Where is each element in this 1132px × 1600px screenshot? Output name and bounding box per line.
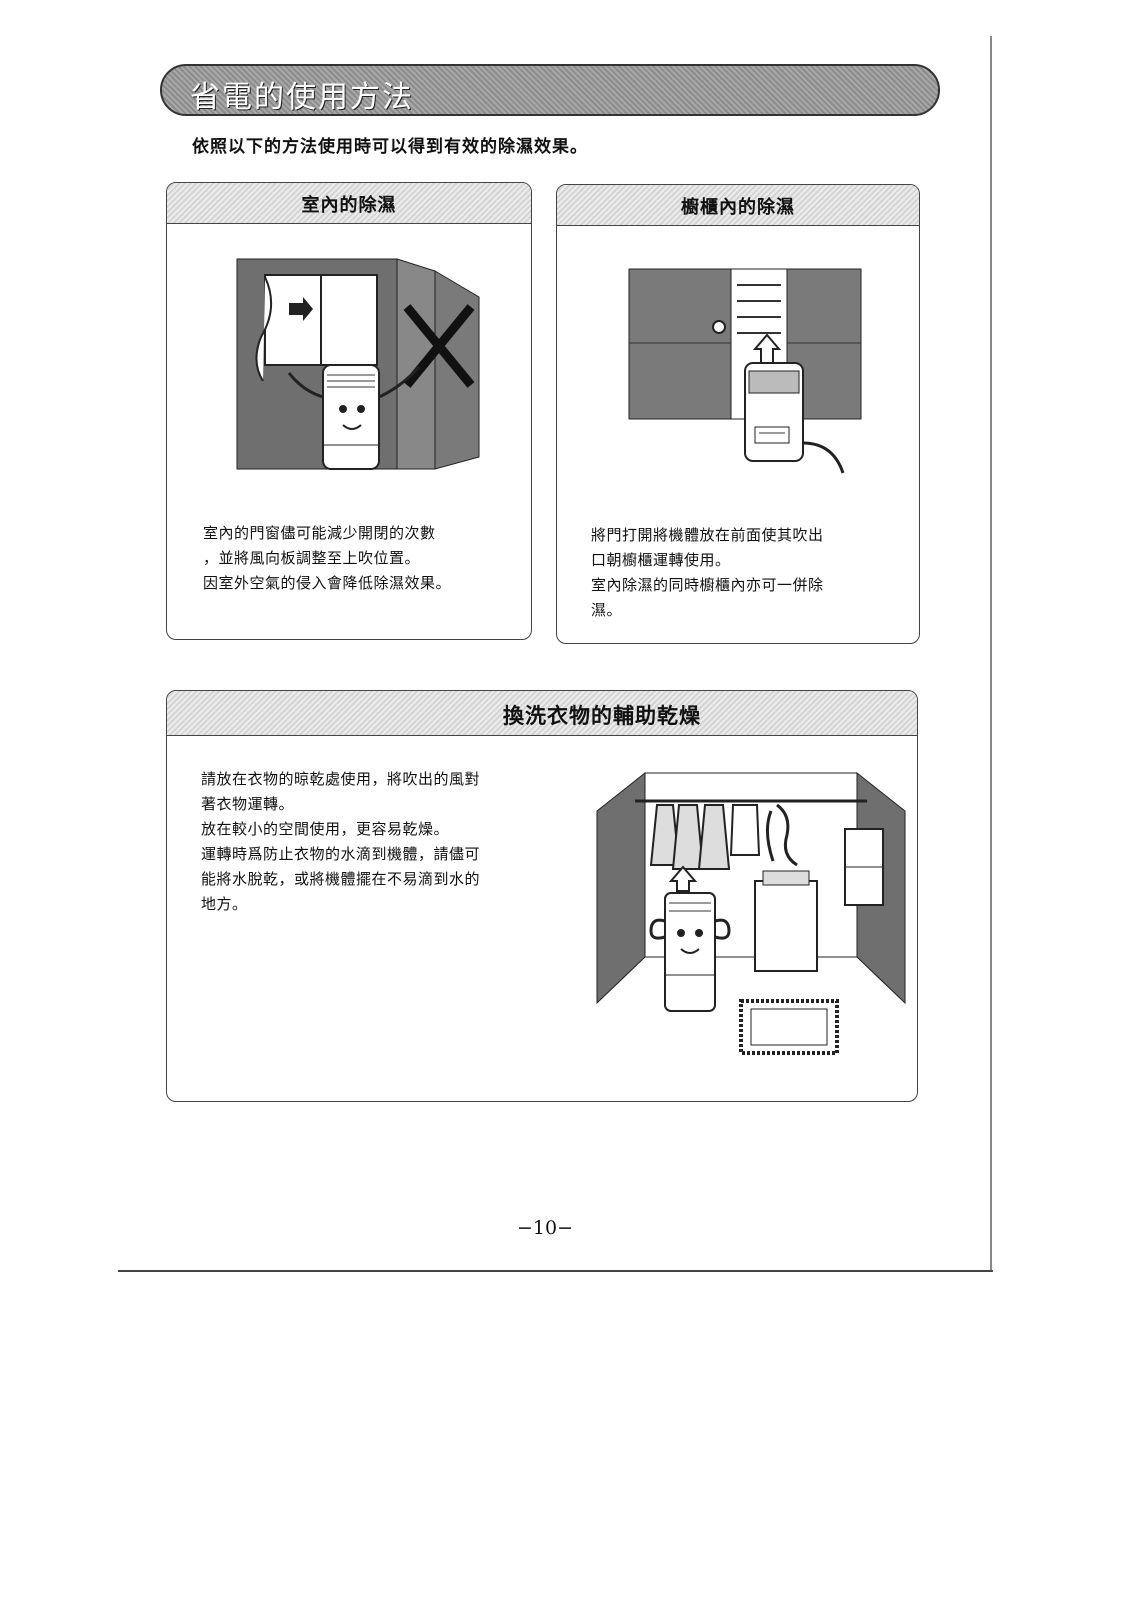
- panel-header: 櫥櫃內的除濕: [557, 185, 919, 226]
- indoor-illustration: [236, 258, 480, 470]
- panel-text: 室內的門窗儘可能減少開閉的次數 ，並將風向板調整至上吹位置。 因室外空氣的侵入會…: [203, 521, 451, 596]
- panel-heading: 換洗衣物的輔助乾燥: [503, 704, 701, 728]
- page-number: −10−: [516, 1217, 574, 1239]
- panel-closet: 櫥櫃內的除濕 將門打開將機體放在前面使其吹出 口朝櫥櫃運轉使用。 室內除濕的同時…: [556, 184, 920, 644]
- panel-header: 換洗衣物的輔助乾燥: [167, 691, 917, 736]
- text-line: 將門打開將機體放在前面使其吹出: [591, 526, 824, 544]
- text-line: ，並將風向板調整至上吹位置。: [203, 549, 421, 567]
- bottom-divider: [118, 1270, 993, 1272]
- text-line: 因室外空氣的侵入會降低除濕效果。: [203, 574, 452, 592]
- text-line: 運轉時爲防止衣物的水滴到機體，請儘可: [201, 845, 481, 863]
- closet-illustration: [628, 268, 862, 474]
- panel-text: 請放在衣物的晾乾處使用，將吹出的風對 著衣物運轉。 放在較小的空間使用，更容易乾…: [201, 767, 480, 917]
- intro-text: 依照以下的方法使用時可以得到有效的除濕效果。: [192, 137, 588, 157]
- page-title-banner: 省電的使用方法: [160, 64, 940, 116]
- panel-heading: 室內的除濕: [301, 195, 397, 216]
- text-line: 能將水脫乾，或將機體擺在不易滴到水的: [201, 870, 481, 888]
- text-line: 放在較小的空間使用，更容易乾燥。: [201, 820, 450, 838]
- text-line: 著衣物運轉。: [201, 795, 295, 813]
- text-line: 室內的門窗儘可能減少開閉的次數: [203, 524, 436, 542]
- panel-indoor: 室內的除濕 室內的門窗儘可能減少開閉的次數 ，並將風向板調整至上吹位置。 因室外…: [166, 182, 532, 640]
- text-line: 口朝櫥櫃運轉使用。: [591, 551, 731, 569]
- laundry-illustration: [596, 771, 906, 1055]
- page-title: 省電的使用方法: [190, 80, 414, 115]
- panel-heading: 櫥櫃內的除濕: [681, 197, 795, 218]
- panel-text: 將門打開將機體放在前面使其吹出 口朝櫥櫃運轉使用。 室內除濕的同時櫥櫃內亦可一併…: [591, 523, 824, 623]
- text-line: 濕。: [591, 601, 623, 619]
- text-line: 地方。: [201, 895, 248, 913]
- text-line: 室內除濕的同時櫥櫃內亦可一併除: [591, 576, 824, 594]
- page-edge-line: [990, 36, 992, 1272]
- panel-header: 室內的除濕: [167, 183, 531, 224]
- text-line: 請放在衣物的晾乾處使用，將吹出的風對: [201, 770, 481, 788]
- panel-laundry: 換洗衣物的輔助乾燥 請放在衣物的晾乾處使用，將吹出的風對 著衣物運轉。 放在較小…: [166, 690, 918, 1102]
